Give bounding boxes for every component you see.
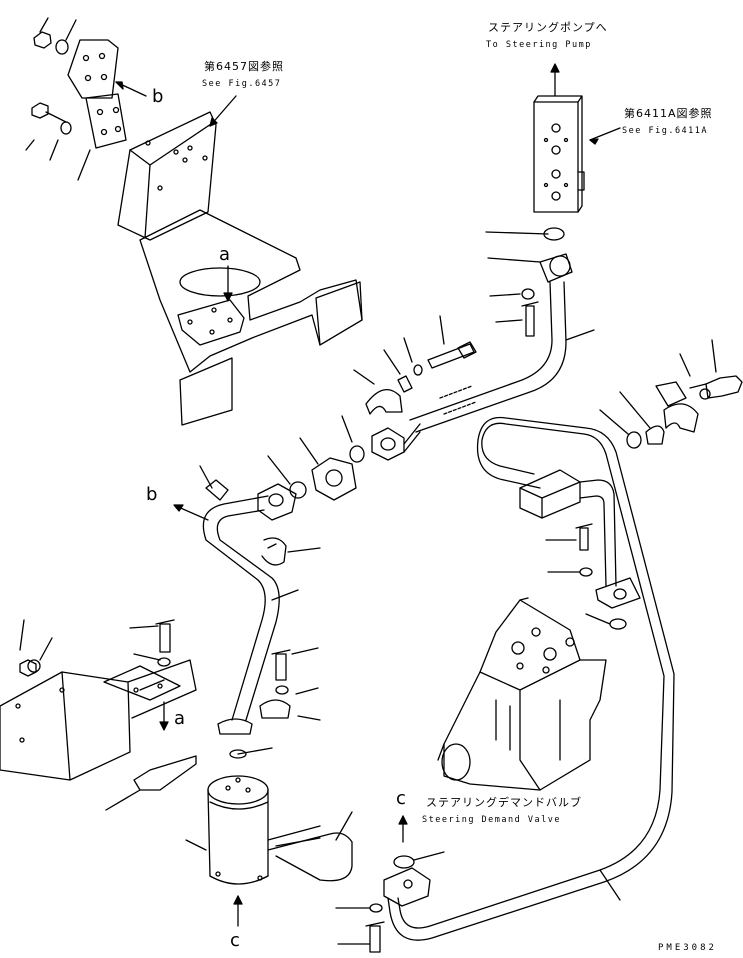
steering-pump-label-en: To Steering Pump (486, 40, 592, 50)
fig6457-label-en: See Fig.6457 (202, 79, 282, 89)
fig6457-label-jp: 第6457図参照 (204, 60, 284, 73)
right-plate (315, 281, 363, 346)
washer-hose (521, 288, 535, 300)
letter-c-left: c (230, 930, 240, 951)
letter-a-top: a (219, 244, 231, 265)
fig6411a-label-jp: 第6411A図参照 (624, 107, 713, 120)
drawing-code: PME3082 (658, 943, 717, 953)
washer-top-left (55, 39, 69, 55)
bolt-right (705, 375, 743, 399)
nut-top-left (33, 31, 52, 49)
demand-valve (437, 597, 607, 791)
leader-fig6411a (589, 127, 621, 141)
pad-plate-a (177, 299, 245, 346)
bolt-top-left (31, 102, 67, 123)
bottom-fittings (335, 815, 445, 953)
letter-b-mid: b (146, 484, 158, 505)
hose-flange (371, 427, 405, 461)
bracket-assembly-top (25, 17, 363, 426)
bolt-hose (521, 301, 539, 337)
main-pipe (387, 416, 675, 941)
frame-body (139, 209, 363, 373)
demand-valve-label-en: Steering Demand Valve (422, 815, 561, 825)
hose-line (409, 281, 567, 433)
hose-assembly (371, 253, 595, 461)
letter-b-top: b (152, 86, 164, 107)
pump-block (485, 63, 621, 241)
steering-pump-label-jp: ステアリングポンプへ (488, 21, 608, 34)
letter-c-right: c (396, 788, 406, 809)
filter-canister (185, 775, 353, 927)
adapter-block (311, 457, 357, 501)
demand-valve-label-jp: ステアリングデマンドバルブ (426, 796, 582, 809)
plate-top (67, 39, 119, 99)
left-pipe (129, 465, 321, 759)
clamp-group-right (599, 339, 743, 449)
letter-a-mid: a (174, 708, 186, 729)
washer-left (60, 121, 72, 135)
lower-plate (179, 357, 233, 426)
fig6411a-label-en: See Fig.6411A (622, 126, 709, 136)
bracket-bottom-left (0, 619, 197, 811)
plate-second (85, 93, 127, 149)
